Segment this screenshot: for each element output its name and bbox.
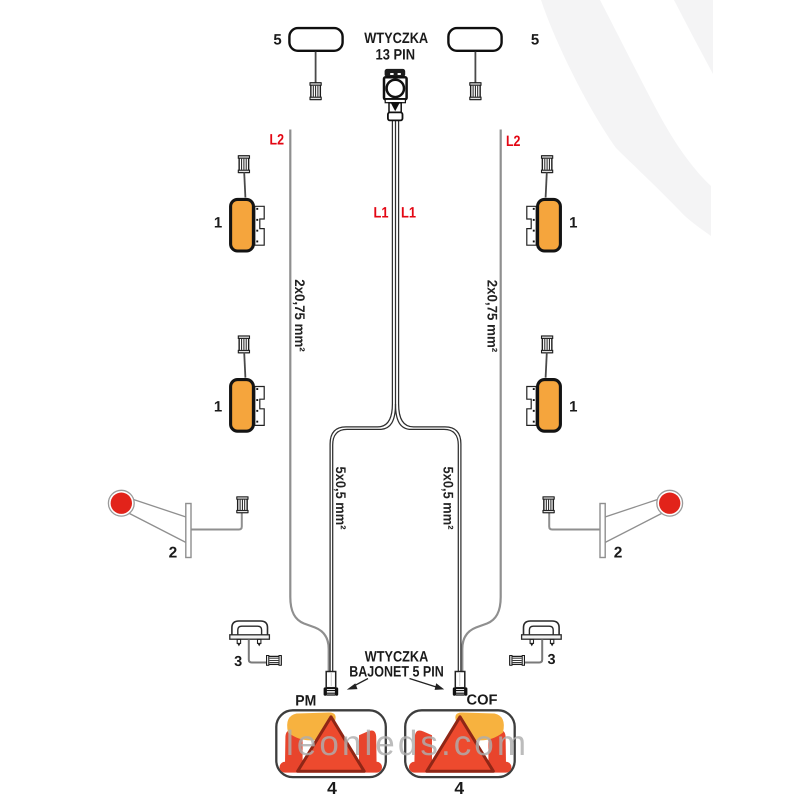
svg-text:1: 1 — [214, 214, 222, 231]
svg-text:4: 4 — [327, 778, 337, 798]
svg-text:3: 3 — [548, 652, 556, 668]
svg-text:5x0,5 mm²: 5x0,5 mm² — [333, 467, 349, 530]
svg-text:1: 1 — [569, 214, 577, 231]
svg-text:L2: L2 — [506, 133, 521, 150]
svg-text:L1: L1 — [401, 205, 416, 222]
svg-text:BAJONET 5 PIN: BAJONET 5 PIN — [349, 663, 444, 680]
svg-text:COF: COF — [467, 693, 498, 709]
svg-text:5x0,5 mm²: 5x0,5 mm² — [441, 467, 457, 530]
svg-text:leonleds.com: leonleds.com — [286, 724, 526, 763]
svg-text:2: 2 — [614, 544, 623, 561]
svg-text:5: 5 — [273, 31, 281, 48]
svg-text:13 PIN: 13 PIN — [376, 47, 416, 64]
svg-text:2x0,75 mm²: 2x0,75 mm² — [292, 279, 308, 352]
svg-text:3: 3 — [234, 654, 242, 670]
svg-text:5: 5 — [531, 31, 539, 48]
svg-text:2x0,75 mm²: 2x0,75 mm² — [484, 280, 500, 353]
svg-text:PM: PM — [295, 693, 316, 710]
svg-text:4: 4 — [454, 778, 464, 798]
svg-text:WTYCZKA: WTYCZKA — [364, 30, 428, 47]
svg-text:1: 1 — [214, 399, 222, 416]
svg-text:2: 2 — [169, 544, 178, 561]
svg-text:WTYCZKA: WTYCZKA — [365, 648, 429, 665]
svg-text:L1: L1 — [374, 205, 389, 222]
svg-text:L2: L2 — [270, 132, 285, 149]
svg-text:1: 1 — [569, 399, 577, 416]
